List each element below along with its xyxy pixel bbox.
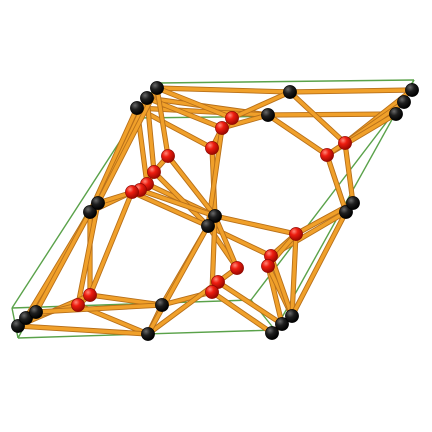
black-atom: [155, 298, 169, 312]
cell-edge: [11, 299, 252, 309]
black-atom: [150, 81, 164, 95]
red-atom: [205, 141, 219, 155]
bond: [290, 232, 298, 318]
red-atom: [320, 148, 334, 162]
red-atom: [230, 261, 244, 275]
black-atom: [29, 305, 43, 319]
bond: [155, 86, 292, 94]
bond: [88, 190, 134, 297]
black-atom: [91, 196, 105, 210]
bond: [138, 188, 217, 218]
red-atom: [125, 185, 139, 199]
bond: [76, 201, 100, 307]
atom-set: [11, 81, 419, 341]
cell-edge: [157, 79, 415, 84]
black-atom: [208, 209, 222, 223]
red-atom: [83, 288, 97, 302]
red-atom: [71, 298, 85, 312]
red-atom: [261, 259, 275, 273]
black-atom: [141, 327, 155, 341]
red-atom: [289, 227, 303, 241]
bond: [34, 210, 92, 314]
bond: [290, 210, 348, 318]
bond: [166, 154, 217, 218]
bond: [288, 90, 347, 145]
bond: [130, 190, 210, 228]
black-atom: [346, 196, 360, 210]
bond: [216, 280, 284, 326]
bond: [266, 113, 329, 157]
bond: [210, 290, 274, 335]
black-atom: [130, 101, 144, 115]
black-atom: [285, 309, 299, 323]
red-atom: [147, 165, 161, 179]
black-atom: [140, 91, 154, 105]
black-atom: [261, 108, 275, 122]
black-atom: [405, 83, 419, 97]
black-atom: [275, 317, 289, 331]
black-atom: [83, 205, 97, 219]
bond: [152, 170, 210, 228]
red-atom: [215, 121, 229, 135]
black-atom: [397, 95, 411, 109]
bond: [16, 324, 150, 336]
bond: [213, 214, 298, 236]
black-atom: [283, 85, 297, 99]
bond: [155, 86, 170, 158]
bond: [146, 224, 210, 336]
bond: [34, 303, 164, 314]
bond: [88, 106, 139, 214]
red-atom: [225, 111, 239, 125]
bond: [230, 90, 292, 120]
red-atom: [338, 136, 352, 150]
red-atom: [205, 285, 219, 299]
bond: [206, 224, 273, 258]
black-atom: [265, 326, 279, 340]
black-atom: [201, 219, 215, 233]
cell-edge: [11, 117, 136, 309]
bond: [343, 141, 355, 205]
black-atom: [389, 107, 403, 121]
bond: [155, 86, 234, 120]
bond: [325, 153, 348, 214]
red-atom: [161, 149, 175, 163]
bond: [96, 86, 159, 205]
bond: [288, 88, 414, 94]
bond: [266, 112, 398, 117]
bond: [213, 214, 239, 270]
